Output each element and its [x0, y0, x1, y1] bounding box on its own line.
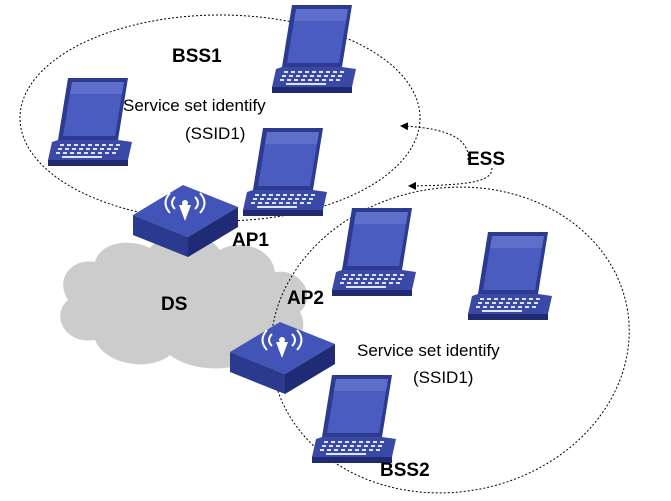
bss2-label: BSS2 [380, 460, 430, 481]
ap1-label: AP1 [232, 230, 269, 251]
ap2-label: AP2 [287, 288, 324, 309]
laptop-icon [332, 208, 416, 296]
ess-arrow-to-bss2 [408, 167, 493, 190]
laptop-icon [48, 78, 132, 166]
ds-label: DS [161, 294, 187, 315]
access-point-icon [132, 184, 239, 258]
laptop-icon [468, 232, 552, 320]
laptop-icon [272, 5, 356, 93]
laptop-icon [312, 375, 396, 463]
bss2-ssid-line2: (SSID1) [413, 368, 473, 387]
bss2-ssid-line1: Service set identify [357, 341, 500, 360]
bss1-ssid-line1: Service set identify [123, 96, 266, 115]
bss1-label: BSS1 [172, 46, 222, 67]
ds-cloud [60, 233, 308, 369]
bss1-ssid-line2: (SSID1) [185, 124, 245, 143]
bss1-boundary [19, 14, 421, 222]
bss2-boundary [270, 186, 630, 494]
ess-arrow-to-bss1 [400, 122, 469, 161]
laptop-icon [243, 128, 327, 216]
ess-label: ESS [467, 149, 505, 170]
